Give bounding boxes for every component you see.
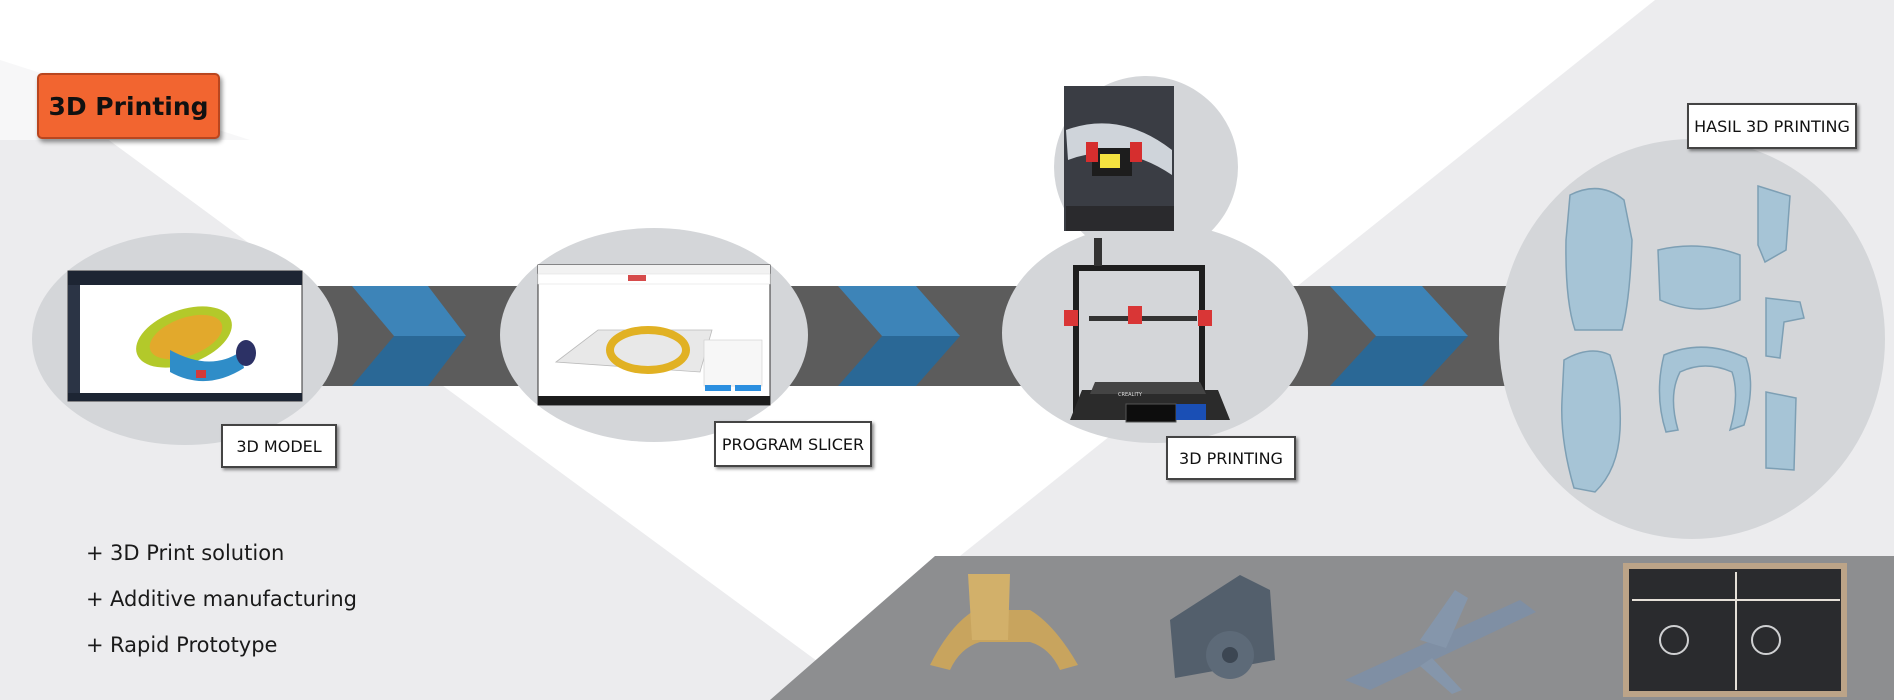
step-label-3d-printing: 3D PRINTING	[1166, 436, 1296, 480]
feature-item: + Additive manufacturing	[86, 576, 357, 622]
plus-icon: +	[86, 633, 104, 657]
page-title-badge: 3D Printing	[37, 73, 220, 139]
slicer-software-screenshot	[537, 264, 771, 406]
chevron-arrow-3	[1330, 286, 1468, 386]
cad-model-shape	[136, 306, 256, 382]
feature-item-text: Additive manufacturing	[110, 587, 357, 611]
cad-software-screenshot	[67, 270, 303, 402]
feature-item-text: Rapid Prototype	[110, 633, 278, 657]
feature-list: + 3D Print solution + Additive manufactu…	[86, 530, 357, 668]
feature-item-text: 3D Print solution	[110, 541, 285, 565]
chevron-arrow-2	[838, 286, 960, 386]
printer-brand-text: CREALITY	[1118, 392, 1142, 398]
printer-photo	[1064, 238, 1230, 423]
chevron-arrow-1	[352, 286, 466, 386]
plus-icon: +	[86, 587, 104, 611]
step-label-program-slicer: PROGRAM SLICER	[714, 421, 872, 467]
circle-results	[1499, 139, 1885, 539]
showcase-print-samples	[930, 563, 1847, 697]
step-label-hasil-3d-printing: HASIL 3D PRINTING	[1687, 103, 1857, 149]
feature-item: + 3D Print solution	[86, 530, 357, 576]
plus-icon: +	[86, 541, 104, 565]
printed-parts-photo	[1561, 184, 1805, 493]
bottom-showcase-strip	[770, 556, 1894, 700]
feature-item: + Rapid Prototype	[86, 622, 357, 668]
step-label-3d-model: 3D MODEL	[221, 424, 337, 468]
printhead-photo	[1064, 86, 1174, 231]
